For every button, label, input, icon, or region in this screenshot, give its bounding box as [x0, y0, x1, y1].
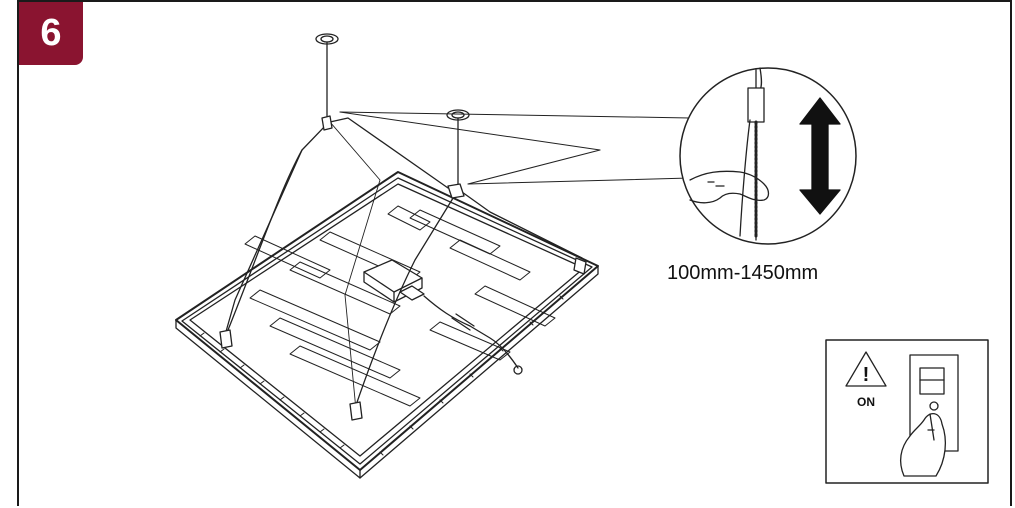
suspension-wires — [224, 41, 583, 411]
wire-grippers — [219, 115, 587, 421]
double-arrow-icon — [799, 97, 841, 215]
on-label: ON — [857, 395, 875, 409]
hand-icon — [689, 170, 770, 204]
warning-symbol: ! — [863, 364, 870, 386]
led-panel — [175, 171, 599, 479]
switch-panel — [825, 339, 989, 484]
detail-zoom-circle — [679, 67, 857, 245]
callout-lines — [339, 111, 691, 185]
ceiling-anchor-icon — [315, 33, 470, 121]
wall-switch-icon — [899, 354, 959, 477]
adjustment-range-label: 100mm-1450mm — [667, 262, 819, 284]
led-driver — [363, 259, 523, 375]
warning-icon — [845, 351, 887, 387]
diagram-frame — [17, 0, 1012, 506]
step-number-badge: 6 — [19, 2, 83, 65]
